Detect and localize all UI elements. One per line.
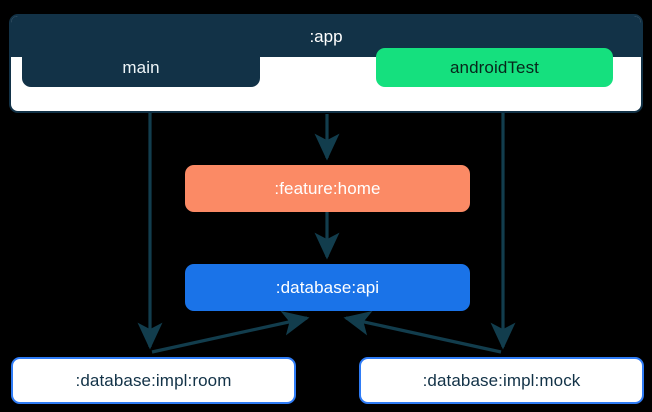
node-database-impl-room[interactable]: :database:impl:room <box>11 357 296 404</box>
node-feature-home[interactable]: :feature:home <box>185 165 470 212</box>
edge-impl-room-to-database-api <box>151 311 310 354</box>
node-main[interactable]: main <box>22 48 260 87</box>
node-androidtest[interactable]: androidTest <box>376 48 613 87</box>
node-database-impl-mock[interactable]: :database:impl:mock <box>359 357 644 404</box>
edge-impl-mock-to-database-api <box>343 311 502 354</box>
node-database-api[interactable]: :database:api <box>185 264 470 311</box>
